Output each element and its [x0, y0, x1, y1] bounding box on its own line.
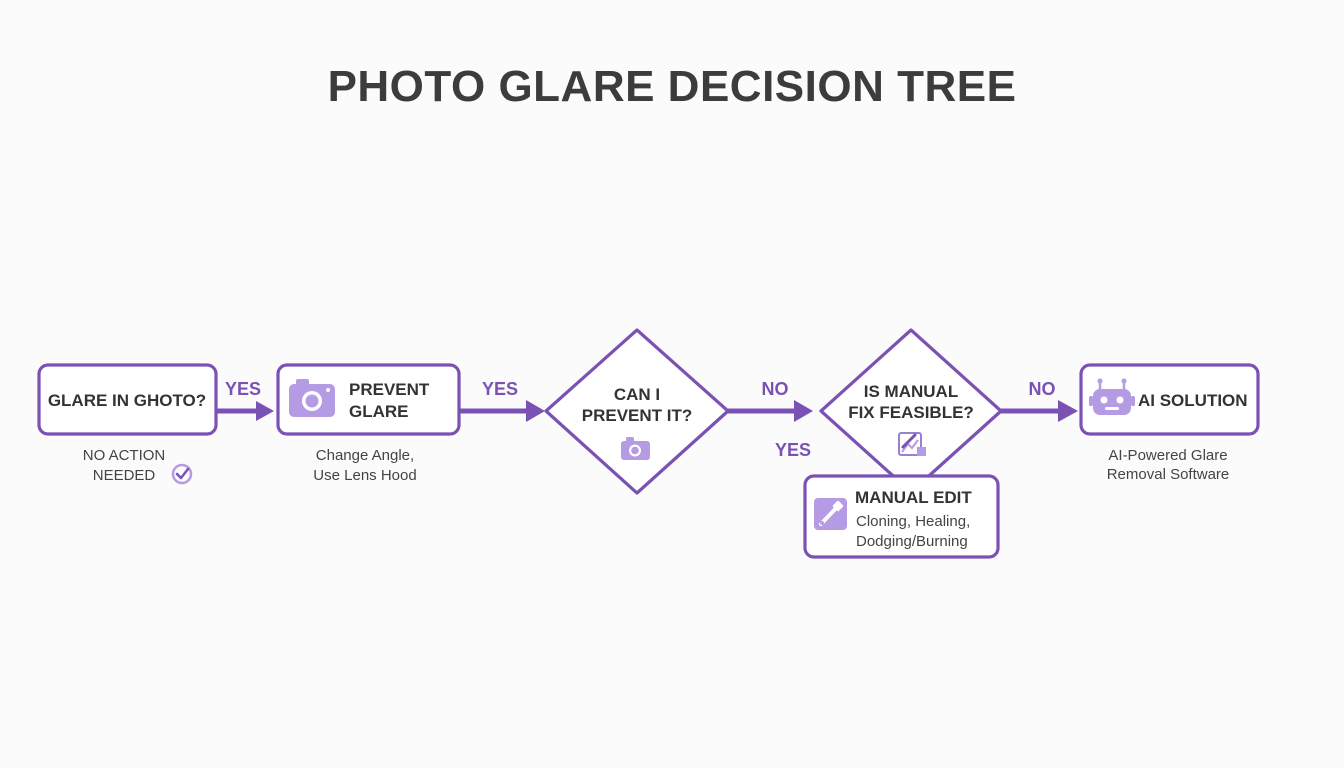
manual-edit-label: MANUAL EDIT: [855, 488, 972, 507]
arrow-manual-to-ai: [1001, 400, 1078, 422]
camera-icon: [289, 379, 335, 417]
edge-label-no-2: NO: [1029, 379, 1056, 399]
ai-solution-label: AI SOLUTION: [1138, 391, 1248, 410]
node-prevent-glare: PREVENT GLARE: [276, 363, 461, 436]
brush-icon: [814, 498, 847, 530]
prevent-caption-line1: Change Angle,: [316, 447, 414, 464]
robot-icon: [1089, 378, 1135, 415]
diagram-title: PHOTO GLARE DECISION TREE: [327, 62, 1017, 111]
node-glare-question: GLARE IN GHOTO?: [37, 363, 218, 436]
camera-icon: [621, 437, 650, 460]
check-circle-icon: [171, 463, 193, 485]
edge-label-no-1: NO: [762, 379, 789, 399]
edge-label-yes-3: YES: [775, 440, 811, 460]
ai-caption-line2: Removal Software: [1107, 466, 1230, 483]
node-ai-solution: AI SOLUTION: [1079, 363, 1260, 436]
no-action-caption-line2: NEEDED: [93, 467, 156, 484]
manual-fix-label-line1: IS MANUAL: [864, 382, 958, 401]
can-prevent-label-line2: PREVENT IT?: [582, 406, 693, 425]
prevent-glare-label-line2: GLARE: [349, 402, 409, 421]
manual-edit-detail-line1: Cloning, Healing,: [856, 513, 970, 530]
node-manual-edit: MANUAL EDIT Cloning, Healing, Dodging/Bu…: [803, 474, 1000, 559]
edge-label-yes-1: YES: [225, 379, 261, 399]
glare-question-label: GLARE IN GHOTO?: [48, 391, 206, 410]
arrow-decision-to-manual: [728, 400, 813, 422]
photo-edit-icon: [898, 432, 926, 456]
edge-label-yes-2: YES: [482, 379, 518, 399]
node-can-prevent-decision: CAN I PREVENT IT?: [544, 328, 730, 495]
can-prevent-label-line1: CAN I: [614, 385, 660, 404]
no-action-caption-line1: NO ACTION: [83, 447, 166, 464]
prevent-caption-line2: Use Lens Hood: [313, 467, 416, 484]
arrow-glare-to-prevent: [216, 401, 274, 421]
manual-edit-detail-line2: Dodging/Burning: [856, 533, 968, 550]
node-manual-fix-decision: IS MANUAL FIX FEASIBLE?: [819, 328, 1003, 494]
prevent-glare-label-line1: PREVENT: [349, 380, 430, 399]
ai-caption-line1: AI-Powered Glare: [1108, 447, 1227, 464]
arrow-prevent-to-decision: [459, 400, 545, 422]
manual-fix-label-line2: FIX FEASIBLE?: [848, 403, 974, 422]
